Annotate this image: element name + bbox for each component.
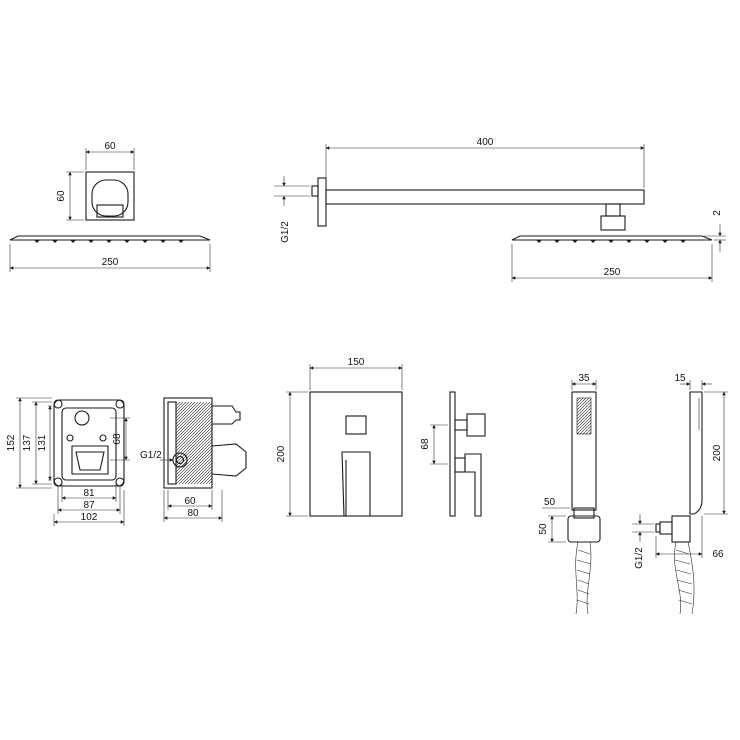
dim-hand-head-depth: 15 <box>674 373 686 384</box>
shower-arm-side-view: 400 G1/2 2 250 <box>274 137 726 282</box>
diverter-knob <box>345 415 367 435</box>
wall-holder <box>567 515 601 543</box>
mount-lug-tr <box>115 399 125 409</box>
arm-wall-plate <box>85 171 135 221</box>
dim-handle-spacing: 68 <box>420 438 431 450</box>
dim-outlet-depth: 66 <box>712 549 724 560</box>
head-plate-side <box>511 235 713 241</box>
dim-side-head-width: 250 <box>604 267 621 278</box>
outlet-stub <box>659 521 673 535</box>
mixer-plate-front: 150 200 <box>276 357 403 517</box>
lever-stem <box>454 457 466 473</box>
nozzle-row <box>34 240 184 243</box>
dim-plate-height: 200 <box>276 445 287 462</box>
arm-tube <box>325 189 645 205</box>
upper-port <box>74 410 90 426</box>
hand-shower-body <box>571 391 597 511</box>
ball-joint <box>605 203 621 217</box>
cover-plate <box>309 391 403 517</box>
dim-holder-top: 50 <box>544 497 556 508</box>
upper-cartridge <box>212 405 241 425</box>
dim-arm-thread: G1/2 <box>280 221 291 243</box>
side-hatch <box>176 402 212 484</box>
side-plate-thin <box>449 391 456 517</box>
spray-face <box>576 397 592 435</box>
cartridge <box>75 451 105 471</box>
side-port-inner <box>175 455 185 465</box>
dim-hand-thread: G1/2 <box>634 547 645 569</box>
lower-cartridge <box>211 443 247 477</box>
shower-head-front-view: 60 60 250 <box>9 141 211 272</box>
hose-rings <box>576 549 592 605</box>
head-plate <box>9 235 211 241</box>
dim-box-height-mid: 137 <box>22 434 33 451</box>
dim-box-height-inner: 131 <box>37 434 48 451</box>
dim-holder-height: 50 <box>538 523 549 535</box>
dim-box-thread: G1/2 <box>140 450 162 461</box>
dim-hand-length: 200 <box>712 444 723 461</box>
dim-plate-width: 150 <box>348 357 365 368</box>
arm-collar <box>91 179 129 217</box>
mount-lug-bl <box>53 477 63 487</box>
mixer-lever <box>341 451 371 517</box>
hose <box>575 541 592 615</box>
dim-box-width-outer: 102 <box>81 512 98 523</box>
hose-side-rings <box>674 549 693 605</box>
concealed-box-front: 152 137 131 68 81 87 102 <box>6 397 130 526</box>
arm-joint <box>96 204 124 218</box>
mount-lug-tl <box>53 399 63 409</box>
dim-hand-head-width: 35 <box>578 373 590 384</box>
screw-left <box>66 434 74 442</box>
outlet-thread <box>655 523 661 533</box>
dim-arm-length: 400 <box>477 137 494 148</box>
mount-lug-br <box>115 477 125 487</box>
dim-box-depth-inner: 60 <box>184 496 196 507</box>
hose-side <box>674 541 695 615</box>
dim-box-depth-outer: 80 <box>187 508 199 519</box>
knob-side <box>466 413 486 437</box>
hand-shower-side-body <box>689 391 703 515</box>
lever-side <box>464 453 482 517</box>
dim-head-thickness: 2 <box>712 210 723 216</box>
mixer-plate-side: 68 <box>420 391 486 517</box>
joint-nut <box>600 215 626 231</box>
knob-stem <box>454 419 468 431</box>
dim-arm-height: 60 <box>56 190 67 202</box>
holder-side <box>671 515 691 543</box>
dim-box-width-mid: 87 <box>83 500 95 511</box>
box-outer <box>53 399 125 487</box>
thread-stub <box>311 185 319 197</box>
dim-arm-width: 60 <box>104 141 116 152</box>
side-plate <box>167 401 177 485</box>
dim-box-height-outer: 152 <box>6 434 17 451</box>
screw-right <box>99 434 107 442</box>
hand-shower-front: 35 50 50 <box>538 373 601 615</box>
holder-clip <box>573 507 595 519</box>
box-inner <box>61 407 117 481</box>
dim-box-width-inner: 81 <box>83 488 95 499</box>
cartridge-housing <box>71 445 109 475</box>
dim-head-width: 250 <box>102 257 119 268</box>
nozzle-row-side <box>536 240 686 243</box>
dim-port-spacing: 68 <box>112 433 123 445</box>
hand-shower-side: 15 200 G1/2 66 <box>632 373 728 615</box>
wall-flange <box>317 177 327 227</box>
concealed-box-side: G1/2 60 80 <box>140 397 247 522</box>
